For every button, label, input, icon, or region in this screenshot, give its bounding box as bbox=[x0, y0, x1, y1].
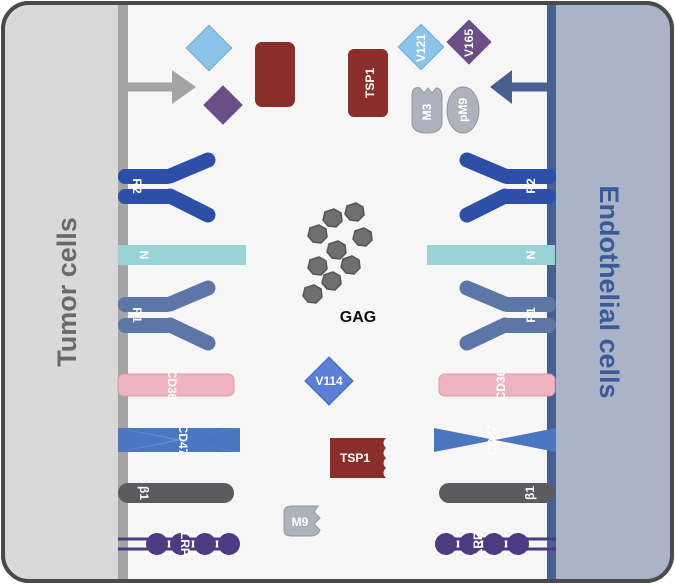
neuropilin-bar-right bbox=[427, 245, 555, 265]
cd36-left bbox=[117, 373, 235, 397]
cd36-label-left: CD36 bbox=[165, 370, 179, 401]
r1-receptor-right bbox=[459, 280, 556, 351]
n-label-left: N bbox=[137, 251, 151, 260]
cd47-label-left: CD47 bbox=[176, 425, 190, 456]
cd36-right bbox=[438, 373, 556, 397]
r1-label-left: R1 bbox=[130, 307, 144, 323]
r2-receptor-left bbox=[118, 152, 216, 223]
m3-shape bbox=[411, 87, 443, 134]
cd47-label-right: CD47 bbox=[485, 424, 499, 455]
tsp1-block-middle bbox=[330, 438, 386, 478]
r2-label-right: R2 bbox=[524, 178, 538, 194]
tumor-membrane bbox=[118, 5, 128, 579]
gag-cluster bbox=[302, 202, 373, 304]
lrp-label-left: LRP bbox=[178, 532, 192, 556]
gag-label: GAG bbox=[340, 309, 376, 326]
tsp1-mid-label: TSP1 bbox=[340, 451, 370, 465]
beta1-integrin-right bbox=[439, 483, 555, 503]
tsp1-block-top-left bbox=[255, 42, 295, 107]
vegf-purple-diamond bbox=[203, 85, 243, 125]
r2-receptor-right bbox=[459, 152, 556, 223]
cd36-label-right: CD36 bbox=[494, 369, 508, 400]
endothelial-cells-panel bbox=[555, 5, 671, 579]
neuropilin-bar-left bbox=[118, 245, 246, 265]
vegf-light-diamond bbox=[185, 24, 233, 72]
r1-label-right: R1 bbox=[524, 307, 538, 323]
tumor-cells-title: Tumor cells bbox=[52, 217, 82, 367]
secretion-arrow-right bbox=[490, 70, 548, 104]
beta1-integrin-left bbox=[118, 483, 234, 503]
n-label-right: N bbox=[524, 251, 538, 260]
tsp1-top-label: TSP1 bbox=[363, 68, 377, 98]
r2-label-left: R2 bbox=[130, 178, 144, 194]
m9-shape bbox=[283, 505, 321, 537]
v114-diamond bbox=[304, 356, 354, 406]
b1-label-left: β1 bbox=[137, 486, 151, 500]
tsp1-block-top bbox=[348, 49, 388, 117]
m3-label: M3 bbox=[420, 103, 434, 120]
b1-label-right: β1 bbox=[523, 486, 537, 500]
m9-label: M9 bbox=[292, 515, 309, 529]
lrp-right bbox=[435, 533, 556, 555]
secretion-arrow-left bbox=[120, 70, 196, 104]
tumor-cells-panel bbox=[4, 5, 119, 579]
cd47-right bbox=[434, 428, 495, 452]
lrp-label-right: LRP bbox=[471, 532, 485, 556]
v121-label: V121 bbox=[414, 34, 428, 62]
lrp-left bbox=[118, 533, 240, 555]
pm9-shape bbox=[446, 86, 480, 134]
v165-label: V165 bbox=[462, 29, 476, 57]
endothelial-cells-title: Endothelial cells bbox=[594, 185, 624, 398]
pm9-label: pM9 bbox=[456, 98, 470, 122]
v114-label: V114 bbox=[315, 374, 343, 388]
endothelial-membrane bbox=[547, 5, 556, 579]
v121-diamond bbox=[397, 23, 445, 71]
r1-receptor-left bbox=[118, 280, 216, 351]
